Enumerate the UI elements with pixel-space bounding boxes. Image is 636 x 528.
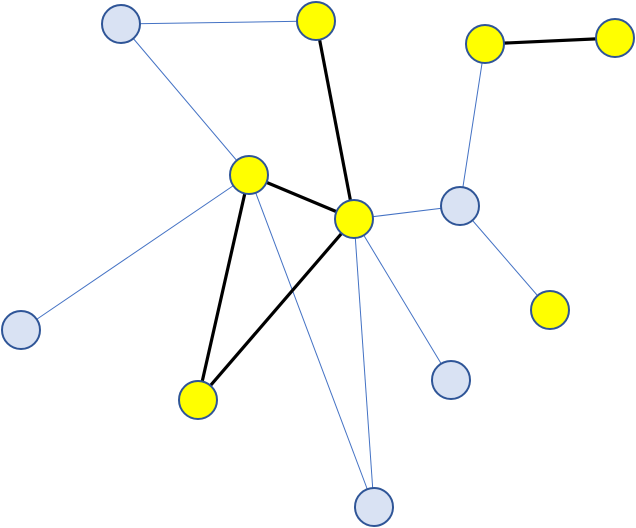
edge-n3-n4-highlighted <box>484 36 616 46</box>
node-n11-selected <box>178 380 218 420</box>
node-n7 <box>440 186 480 226</box>
node-n8 <box>1 310 41 350</box>
edge-n5-n11-highlighted <box>196 174 251 401</box>
edges-layer <box>20 20 616 508</box>
node-n3-selected <box>465 24 505 64</box>
edge-n6-n12 <box>353 218 375 508</box>
node-n6-selected <box>334 199 374 239</box>
edge-n6-n10 <box>353 218 452 381</box>
node-n5-selected <box>229 155 269 195</box>
edge-n5-n12 <box>248 174 375 508</box>
edge-n1-n5 <box>120 23 250 176</box>
edge-n6-n11-highlighted <box>196 217 356 402</box>
edge-n1-n2 <box>120 20 317 25</box>
edge-n5-n8 <box>20 174 250 331</box>
node-n10 <box>431 360 471 400</box>
edge-n7-n9 <box>459 205 551 311</box>
node-n4-selected <box>595 18 635 58</box>
node-n2-selected <box>296 1 336 41</box>
node-n9-selected <box>530 290 570 330</box>
edge-n2-n6-highlighted <box>314 20 356 220</box>
edge-n3-n7 <box>459 43 486 207</box>
node-n12 <box>354 487 394 527</box>
node-n1 <box>101 4 141 44</box>
